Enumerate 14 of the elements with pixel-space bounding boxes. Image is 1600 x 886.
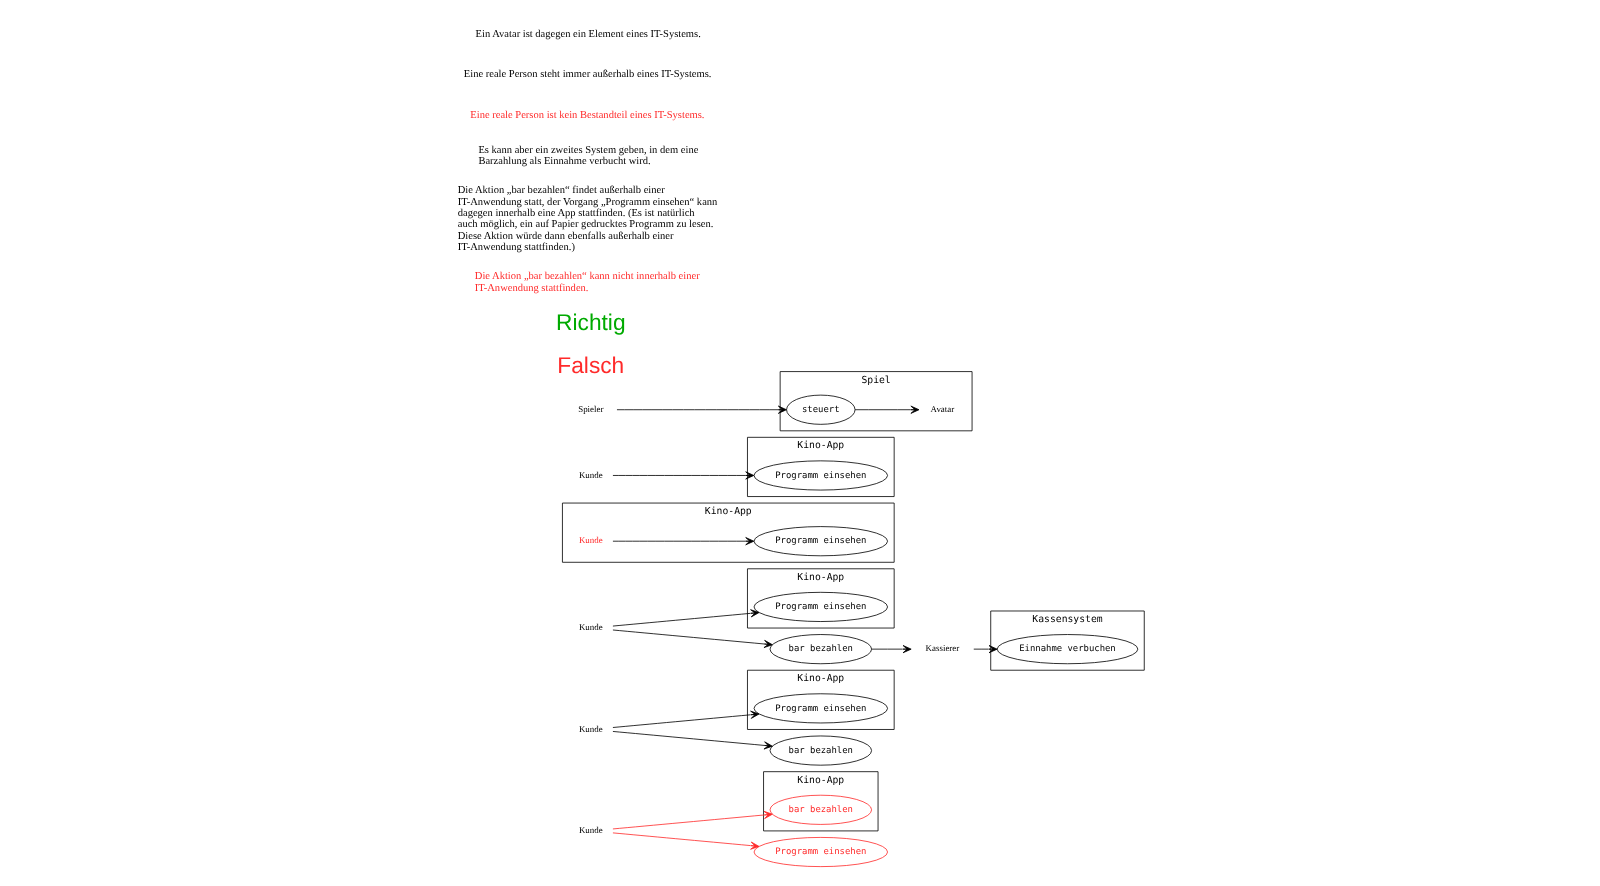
- arrow: [611, 537, 754, 546]
- arrow: [972, 645, 997, 654]
- arrow: [611, 731, 772, 750]
- arrow: [853, 405, 919, 414]
- label: Richtig: [555, 312, 625, 337]
- arrow: [611, 609, 759, 627]
- label: Falsch: [556, 355, 624, 380]
- arrow: [611, 810, 772, 830]
- arrow: [611, 471, 754, 480]
- arrow: [611, 832, 759, 850]
- arrow: [611, 629, 772, 649]
- arrow: [611, 710, 759, 728]
- arrow: [870, 645, 911, 654]
- arrow: [615, 405, 786, 414]
